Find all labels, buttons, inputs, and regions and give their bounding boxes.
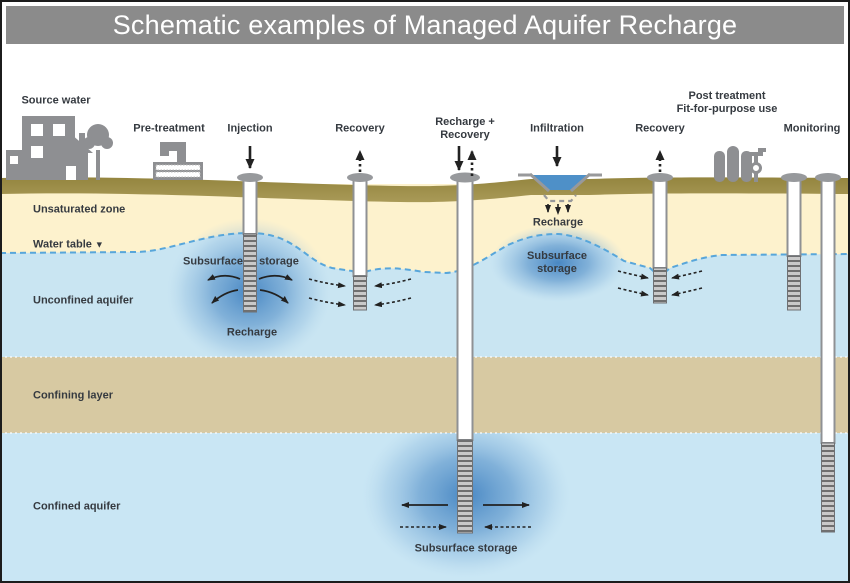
injection-well [237,173,263,313]
label-basin-recharge: Recharge [532,216,584,229]
post-treatment-unit-icon [714,146,766,182]
deep-well-flow-arrows [400,502,531,530]
label-pre-treatment: Pre-treatment [133,122,205,135]
geology-layers [0,177,850,581]
label-recharge-recovery: Recharge + Recovery [435,116,495,141]
recovery1-inflow-arrows [308,278,412,308]
label-unsaturated-zone: Unsaturated zone [33,203,126,216]
basin-infiltration-arrows [545,204,571,215]
label-recovery-1: Recovery [335,122,385,135]
label-recovery-2: Recovery [635,122,685,135]
recovery-well-2 [647,173,673,304]
injection-outflow-arrows [207,274,293,304]
source-water-icon [6,116,113,180]
page-title: Schematic examples of Managed Aquifer Re… [112,9,738,40]
title-bar: Schematic examples of Managed Aquifer Re… [6,6,844,44]
infiltration-basin [518,172,602,215]
monitoring-well-shallow [781,173,807,311]
basin-echo-outline [543,194,577,203]
label-confining-layer: Confining layer [33,389,114,402]
label-basin-storage: Subsurface storage [527,250,587,275]
label-water-table: Water table▼ [33,238,104,251]
label-deep-storage: Subsurface storage [414,542,518,555]
pre-treatment-plant-icon [153,142,203,180]
recovery-well-1 [347,173,373,311]
label-injection: Injection [227,122,273,135]
label-confined-aquifer: Confined aquifer [33,500,121,513]
label-infiltration: Infiltration [530,122,584,135]
label-monitoring: Monitoring [783,122,841,135]
label-source-water: Source water [21,94,91,107]
label-post-treatment: Post treatment Fit-for-purpose use [676,90,778,115]
recovery2-inflow-arrows [617,270,703,297]
surface-soil-band [0,177,850,203]
label-injection-recharge: Recharge [226,326,278,339]
monitoring-well-deep [815,173,841,533]
label-unconfined-aquifer: Unconfined aquifer [33,294,134,307]
basin-water [533,175,587,190]
tree-icon [83,124,113,180]
infiltration-recharge-plume [490,224,626,302]
label-injection-subsurface: Subsurface [183,255,243,268]
basin-rim [518,172,602,193]
house-icon [49,133,93,180]
confining-layer [0,357,850,433]
surface-arrows [245,146,665,176]
recharge-recovery-well [450,172,480,534]
water-table-marker-icon: ▼ [94,239,104,250]
label-injection-storage: storage [259,255,299,268]
